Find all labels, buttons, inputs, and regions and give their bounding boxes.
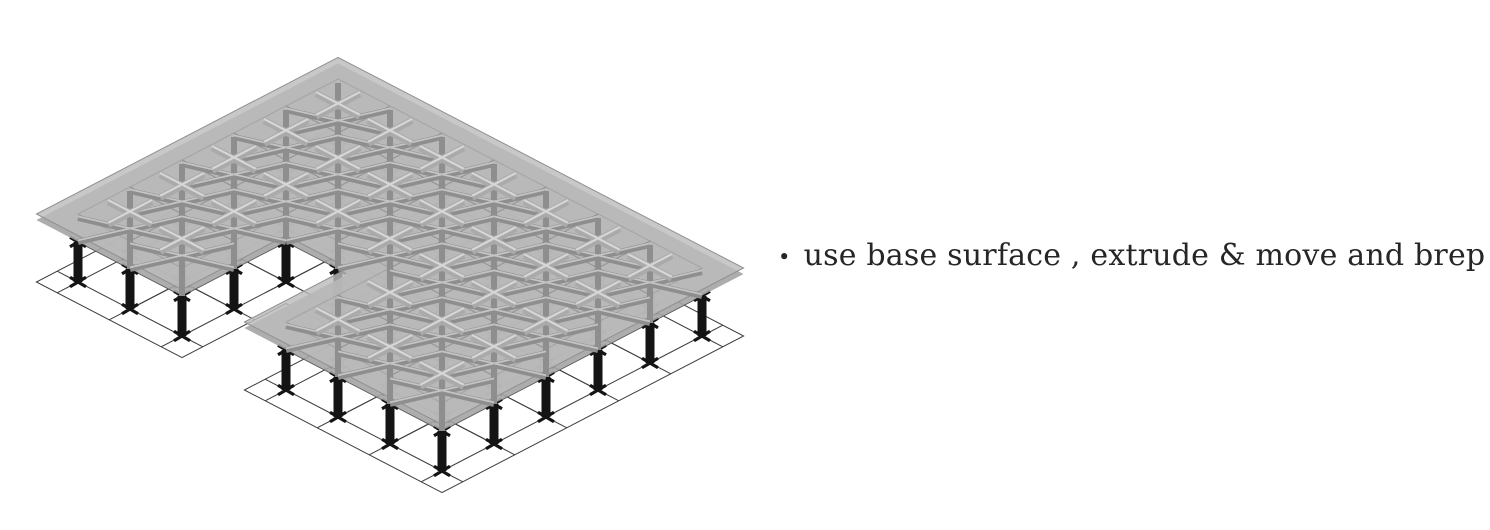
annotation-text: use base surface , extrude & move and br… [803, 238, 1486, 273]
top-crosses-group [106, 90, 674, 390]
structure-render [35, 56, 745, 494]
braces-group [77, 83, 703, 431]
isometric-structure-svg [35, 56, 745, 494]
bullet-icon: • [778, 245, 791, 269]
annotation-note: • use base surface , extrude & move and … [778, 236, 1485, 276]
